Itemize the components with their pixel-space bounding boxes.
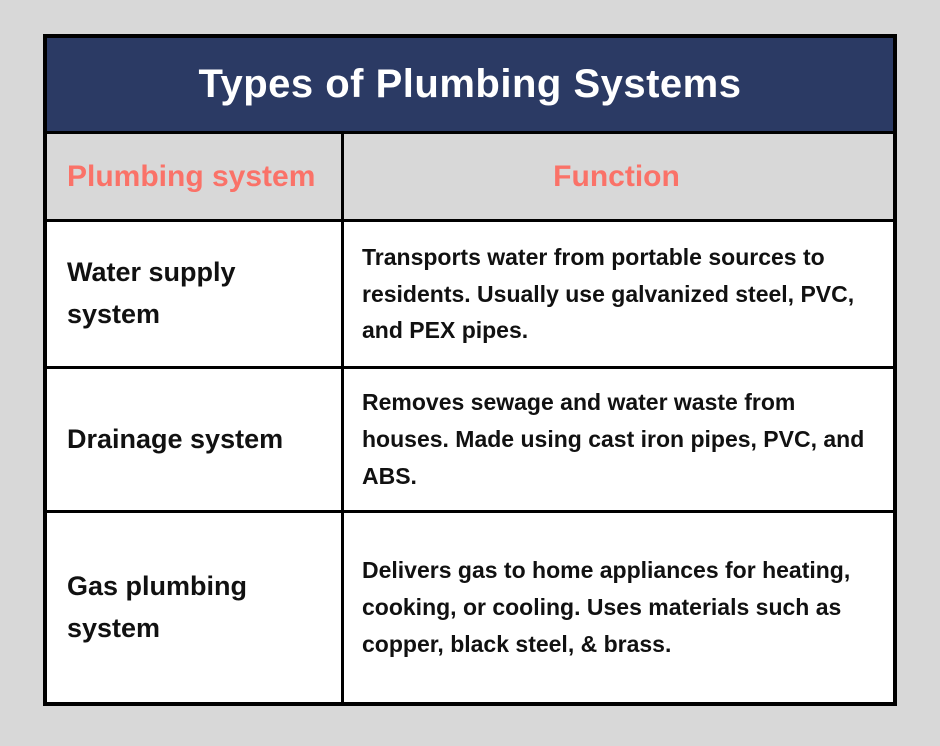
plumbing-systems-table: Types of Plumbing Systems Plumbing syste…	[43, 34, 897, 706]
table-title: Types of Plumbing Systems	[198, 62, 742, 106]
system-name-cell: Water supply system	[47, 222, 344, 366]
function-cell: Transports water from portable sources t…	[344, 222, 893, 366]
system-name-label: Gas plumbing system	[67, 570, 248, 643]
column-header-plumbing-system: Plumbing system	[47, 134, 344, 219]
table-title-bar: Types of Plumbing Systems	[47, 38, 893, 134]
function-description: Removes sewage and water waste from hous…	[362, 389, 865, 489]
table-row-gas-plumbing: Gas plumbing system Delivers gas to home…	[47, 513, 893, 702]
table-header-row: Plumbing system Function	[47, 134, 893, 222]
function-description: Transports water from portable sources t…	[362, 243, 855, 344]
system-name-label: Water supply system	[67, 257, 236, 329]
function-cell: Removes sewage and water waste from hous…	[344, 369, 893, 510]
function-description: Delivers gas to home appliances for heat…	[362, 557, 851, 657]
function-cell: Delivers gas to home appliances for heat…	[344, 513, 893, 702]
system-name-label: Drainage system	[67, 423, 284, 454]
column-header-function: Function	[553, 159, 680, 193]
table-row-water-supply: Water supply system Transports water fro…	[47, 222, 893, 369]
system-name-cell: Gas plumbing system	[47, 513, 344, 702]
table-row-drainage: Drainage system Removes sewage and water…	[47, 369, 893, 513]
system-name-cell: Drainage system	[47, 369, 344, 510]
